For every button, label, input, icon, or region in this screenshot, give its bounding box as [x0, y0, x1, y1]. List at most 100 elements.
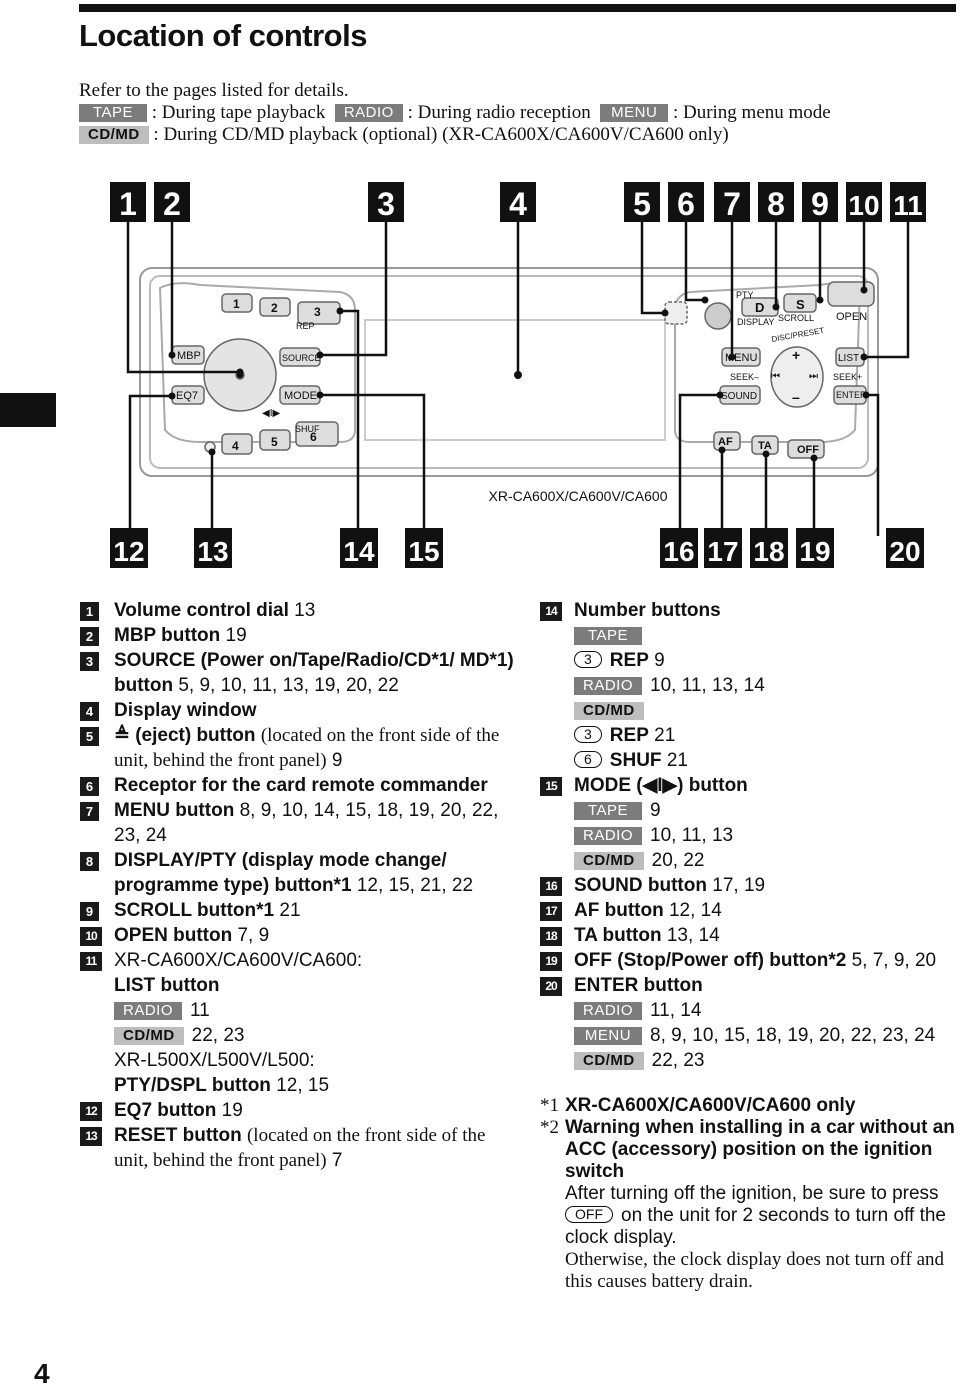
seek-pad[interactable]	[770, 346, 824, 408]
callout-8: 8	[767, 186, 785, 222]
item-title: MODE (◀I▶) button	[574, 775, 748, 796]
intro: Refer to the pages listed for details. T…	[79, 80, 831, 146]
label-pty: PTY	[736, 290, 754, 300]
item-number: 18	[540, 927, 562, 946]
mode-arrows: ◀I▶	[262, 408, 280, 419]
label-disc-preset: DISC/PRESET	[771, 326, 825, 344]
item-number: 19	[540, 952, 562, 971]
right-labels: PTY D S DISPLAY SCROLL OPEN DISC/PRESET …	[718, 290, 867, 456]
side-tab	[0, 393, 56, 427]
callout-2: 2	[163, 186, 181, 222]
model-label: XR-CA600X/CA600V/CA600	[489, 488, 668, 504]
item-title: ENTER button	[574, 975, 703, 996]
callout-14: 14	[343, 536, 375, 567]
page-title: Location of controls	[79, 18, 367, 53]
preset-5-button[interactable]	[259, 429, 291, 451]
item-pages: 12, 15, 21, 22	[356, 875, 474, 896]
list-item: 20 ENTER button	[540, 973, 955, 998]
top-callouts: 1 2 3 4 5 6 7 8 9 10 11	[110, 182, 926, 222]
footnote-text: XR-CA600X/CA600V/CA600 only	[565, 1095, 856, 1116]
off-button-icon: OFF	[565, 1206, 613, 1223]
cdmd-tag: CD/MD	[574, 1052, 644, 1070]
list-item: 15 MODE (◀I▶) button	[540, 773, 955, 798]
page-number: 4	[34, 1358, 50, 1389]
radio-tag: RADIO	[114, 1002, 183, 1020]
sub-line: RADIO 11	[80, 998, 520, 1023]
item-number: 1	[80, 602, 99, 621]
off-button[interactable]	[787, 439, 825, 459]
cdmd-tag: CD/MD	[574, 852, 644, 870]
label-sound: SOUND	[721, 391, 757, 402]
item-title: TA button	[574, 925, 662, 946]
cdmd-tag: CD/MD	[114, 1027, 184, 1045]
item-pages: 9	[650, 800, 661, 821]
cdmd-text: : During CD/MD playback (optional) (XR-C…	[153, 124, 729, 145]
item-pages: 9	[331, 750, 343, 771]
preset-4-button[interactable]	[221, 433, 253, 455]
label-af: AF	[718, 436, 733, 448]
item-title: Volume control dial	[114, 600, 289, 621]
label-minus: –	[792, 389, 800, 405]
item-number: 17	[540, 902, 562, 921]
item-title: ≜ (eject) button	[114, 725, 256, 746]
leader-lines	[126, 222, 910, 536]
cdmd-tag: CD/MD	[574, 702, 644, 720]
item-pages: 10, 11, 13	[650, 825, 734, 846]
item-pages: 22, 23	[651, 1050, 705, 1071]
item-title: MENU button	[114, 800, 235, 821]
item-number: 15	[540, 777, 562, 796]
preset-2-button[interactable]	[259, 297, 291, 317]
af-button[interactable]	[713, 431, 741, 451]
item-pages: 19	[225, 625, 247, 646]
left-labels: 1 2 3 REP MBP EQ7 SOURCE MODE ◀I▶ 4 5 6 …	[176, 297, 321, 453]
callout-10: 10	[848, 190, 879, 221]
sub-line: CD/MD	[540, 698, 955, 723]
item-number: 5	[80, 727, 99, 746]
label-eq7: EQ7	[176, 390, 198, 402]
item-title: OPEN button	[114, 925, 233, 946]
item-number: 3	[80, 652, 99, 671]
item-pages: 12, 15	[276, 1075, 330, 1096]
menu-text: : During menu mode	[672, 102, 831, 123]
label-plus: +	[792, 347, 800, 363]
item-title: OFF (Stop/Power off) button*2	[574, 950, 847, 971]
right-controls	[664, 281, 875, 459]
item-pages: 11	[190, 1000, 210, 1021]
item-title: SOUND button	[574, 875, 707, 896]
rep-label: REP	[609, 650, 649, 671]
callout-19: 19	[799, 536, 830, 567]
item-title: MBP button	[114, 625, 221, 646]
eject-button[interactable]	[704, 302, 732, 330]
preset-1-button[interactable]	[221, 293, 253, 313]
item-title: Receptor for the card remote commander	[114, 775, 488, 796]
label-2: 2	[271, 301, 278, 315]
item-number: 20	[540, 977, 562, 996]
radio-tag: RADIO	[574, 677, 643, 695]
item-title: LIST button	[114, 975, 220, 996]
menu-tag: MENU	[600, 104, 669, 122]
open-button[interactable]	[827, 281, 875, 307]
scroll-button[interactable]	[783, 293, 817, 313]
radio-tag: RADIO	[334, 104, 403, 122]
item-number: 4	[80, 702, 99, 721]
button-3-icon: 3	[574, 726, 602, 743]
footnote-text: Warning when installing in a car without…	[565, 1117, 955, 1182]
preset-6-button[interactable]	[295, 421, 339, 447]
item-pages: 7, 9	[237, 925, 270, 946]
model-line: XR-CA600X/CA600V/CA600:	[114, 950, 363, 971]
callout-13: 13	[197, 536, 228, 567]
